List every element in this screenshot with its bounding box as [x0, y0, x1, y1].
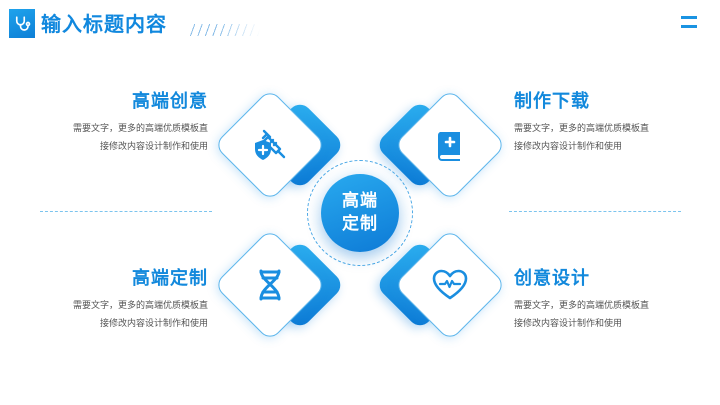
feature-desc-line: 接修改内容设计制作和使用	[99, 319, 208, 329]
medical-book-icon	[437, 132, 460, 161]
header-icon-box	[9, 9, 35, 38]
diamond-bottom-left	[210, 225, 346, 345]
decorative-slashes	[190, 24, 260, 36]
page-title: 输入标题内容	[41, 12, 167, 36]
feature-desc-line: 需要文字，更多的高端优质模板直	[514, 124, 650, 134]
diamond-top-right	[374, 85, 510, 205]
divider-right	[509, 211, 681, 212]
feature-block-bottom-right: 创意设计 需要文字，更多的高端优质模板直 接修改内容设计制作和使用	[514, 267, 694, 333]
center-text-line: 高端	[342, 191, 378, 211]
feature-block-top-right: 制作下载 需要文字，更多的高端优质模板直 接修改内容设计制作和使用	[514, 90, 694, 156]
feature-title: 制作下载	[514, 91, 590, 112]
syringe-shield-icon	[255, 129, 286, 160]
feature-title: 创意设计	[514, 268, 590, 289]
feature-desc-line: 需要文字，更多的高端优质模板直	[72, 301, 208, 311]
center-text-line: 定制	[342, 214, 378, 234]
feature-desc-line: 需要文字，更多的高端优质模板直	[514, 301, 650, 311]
menu-icon[interactable]	[681, 16, 697, 29]
diamond-bottom-right	[374, 225, 510, 345]
heart-pulse-icon	[432, 269, 468, 300]
feature-desc-line: 需要文字，更多的高端优质模板直	[72, 124, 208, 134]
feature-title: 高端定制	[132, 268, 208, 289]
feature-desc-line: 接修改内容设计制作和使用	[99, 142, 208, 152]
diamond-top-left	[210, 85, 346, 205]
stethoscope-icon	[15, 15, 31, 31]
center-badge: 高端 定制	[321, 174, 399, 252]
feature-title: 高端创意	[132, 91, 208, 112]
dna-icon	[259, 269, 281, 301]
divider-left	[40, 211, 212, 212]
feature-desc-line: 接修改内容设计制作和使用	[514, 319, 623, 329]
feature-desc-line: 接修改内容设计制作和使用	[514, 142, 623, 152]
feature-block-top-left: 高端创意 需要文字，更多的高端优质模板直 接修改内容设计制作和使用	[28, 90, 208, 156]
feature-block-bottom-left: 高端定制 需要文字，更多的高端优质模板直 接修改内容设计制作和使用	[28, 267, 208, 333]
